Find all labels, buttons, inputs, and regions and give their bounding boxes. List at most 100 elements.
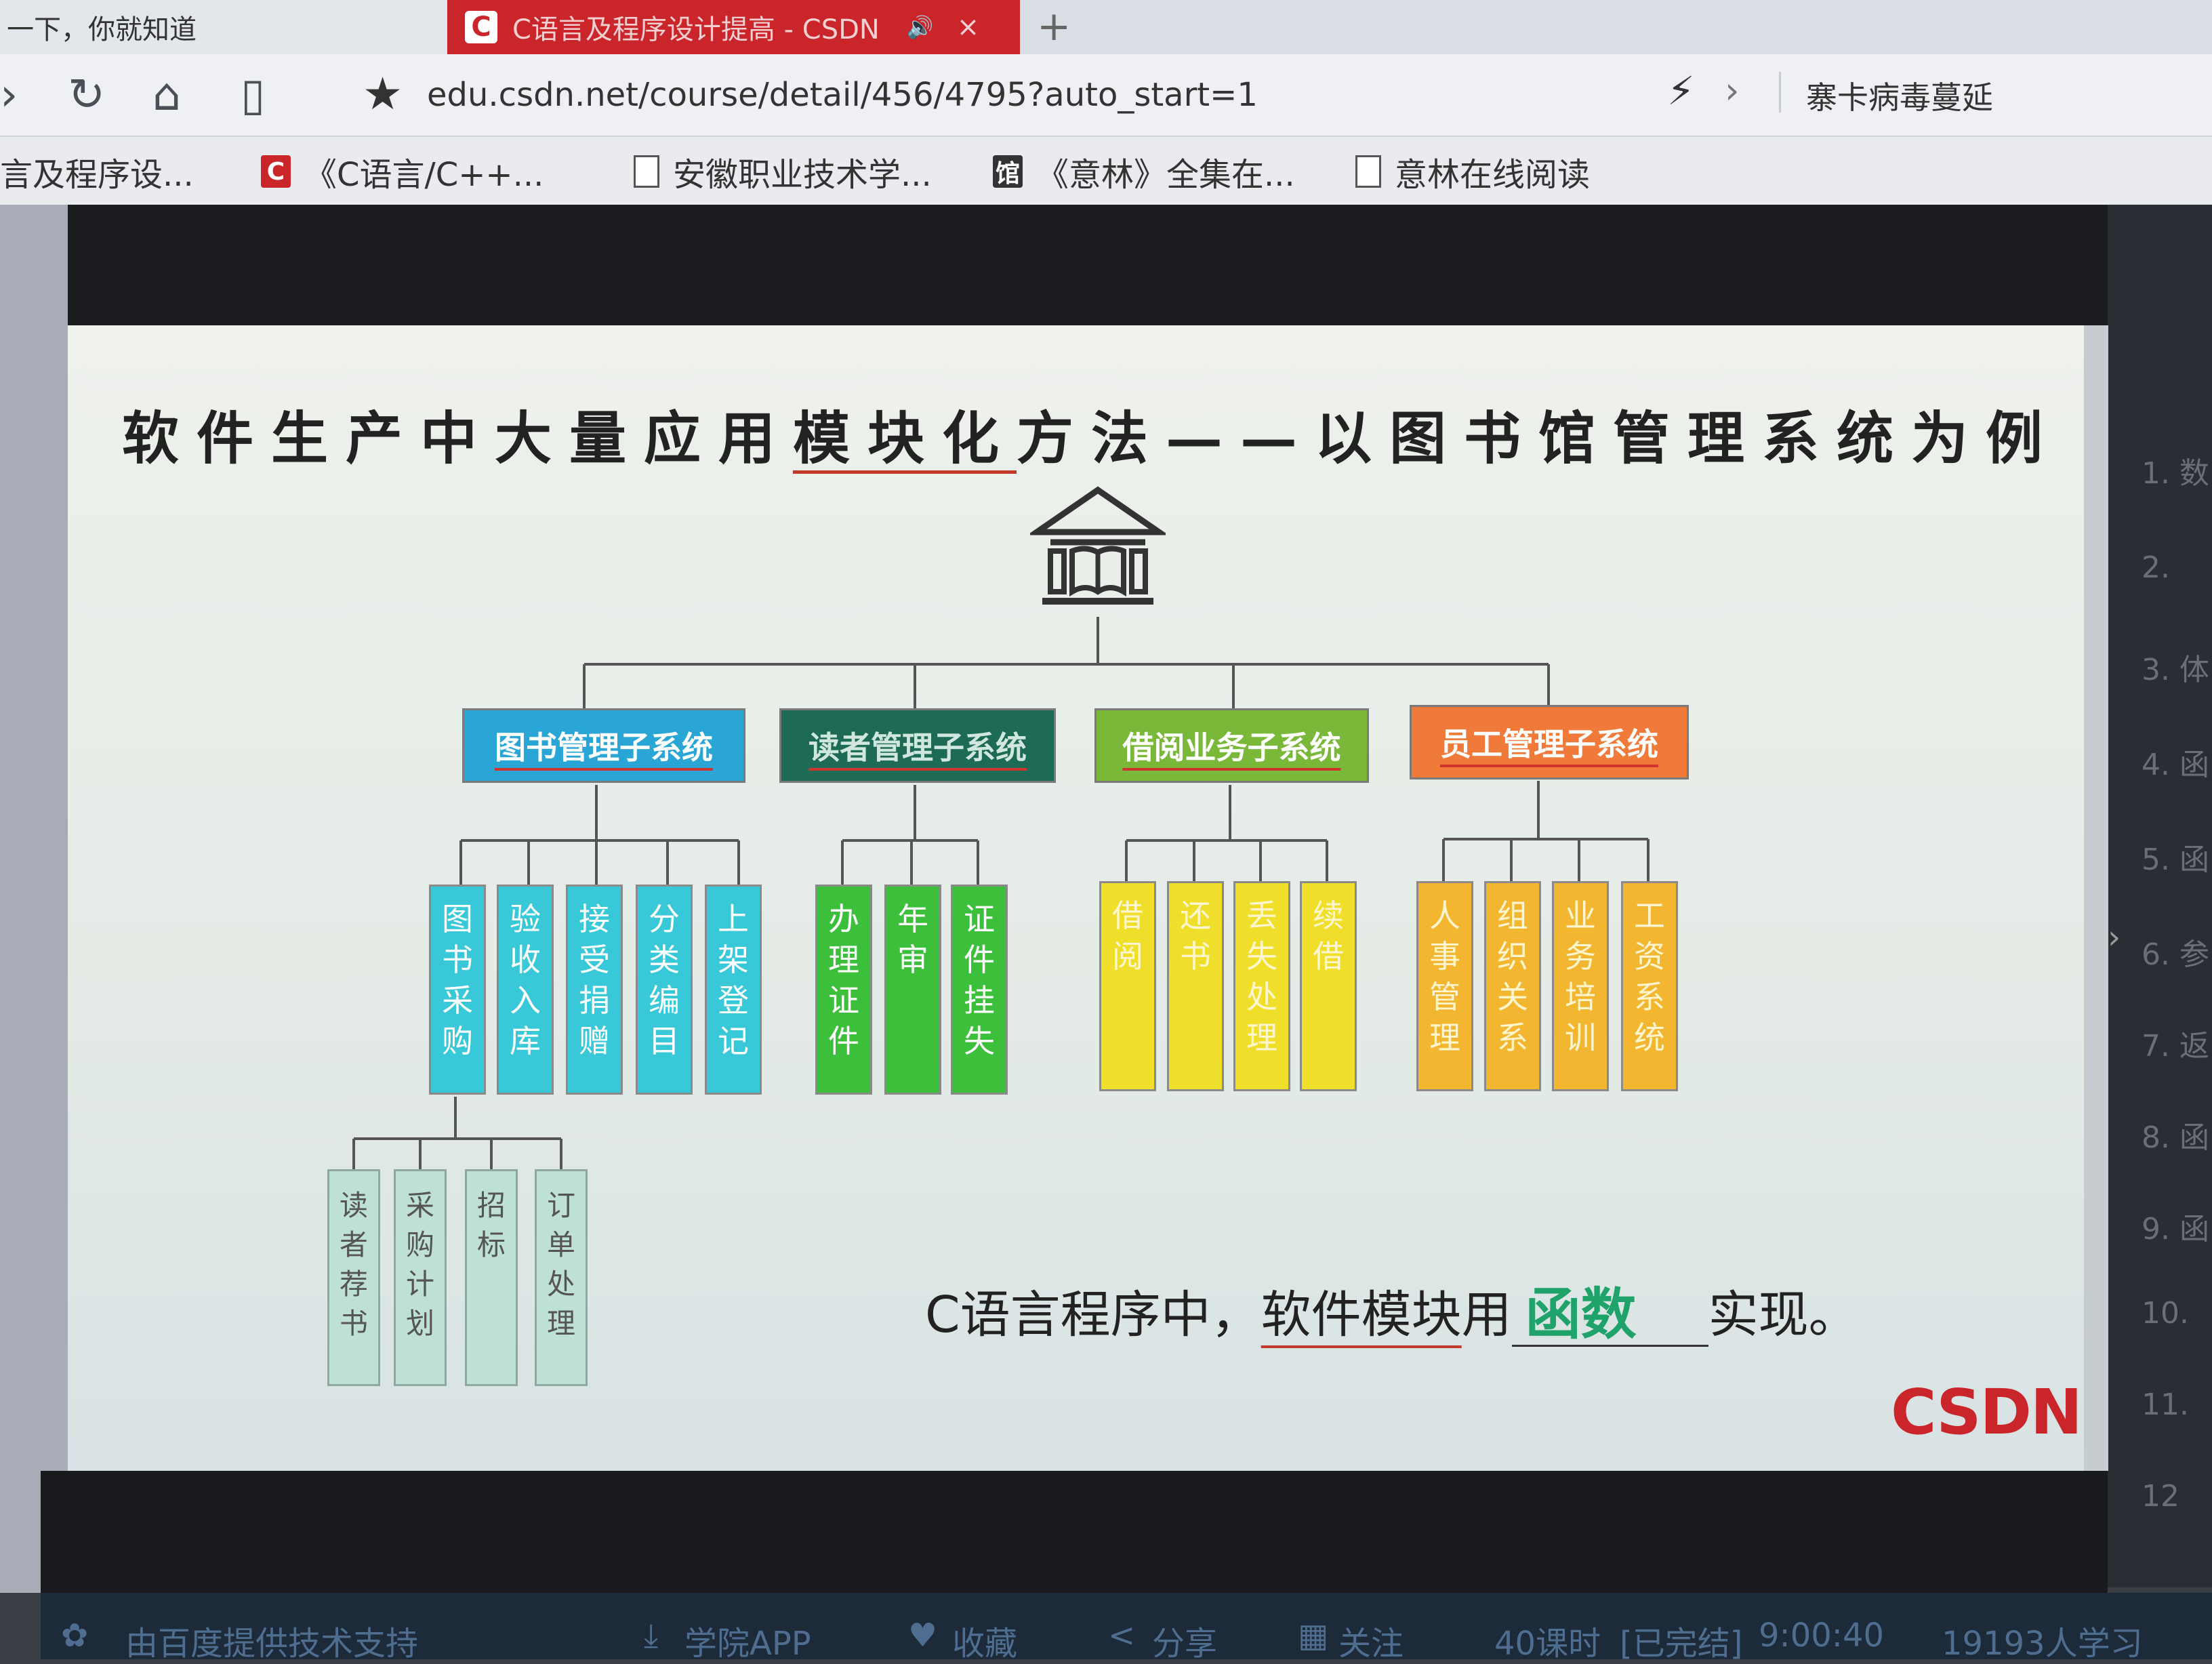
module-char: 工 [1634, 897, 1665, 934]
academy-app-link[interactable]: 学院APP [684, 1625, 811, 1663]
favorite-button[interactable]: 收藏 [952, 1625, 1018, 1663]
title-highlight: 模块化 [793, 405, 1017, 472]
lesson-item[interactable]: 12 [2142, 1479, 2179, 1514]
sub-module-box: 订单处理 [535, 1169, 588, 1386]
sub-module-char: 理 [546, 1307, 575, 1340]
module-char: 办 [828, 901, 859, 937]
share-icon[interactable]: < [1108, 1617, 1136, 1655]
heart-icon[interactable]: ♥ [908, 1617, 938, 1655]
sub-module-char: 购 [405, 1228, 434, 1261]
new-tab-button[interactable]: + [1037, 3, 1071, 50]
bookmark-label: 意林在线阅读 [1395, 156, 1591, 194]
close-tab-icon[interactable]: × [956, 12, 980, 43]
module-char: 上 [718, 901, 749, 937]
bookmark-star-icon[interactable]: ★ [363, 68, 403, 120]
follow-button[interactable]: 关注 [1338, 1625, 1404, 1663]
bookmark-label: 安徽职业技术学... [673, 156, 932, 194]
sub-module-box: 读者荐书 [327, 1169, 380, 1386]
title-part: 方法——以图书馆管理系统为例 [1017, 405, 2061, 472]
qr-icon[interactable]: ▦ [1298, 1617, 1329, 1655]
lesson-item[interactable]: 11. [2142, 1387, 2189, 1422]
course-duration: 9:00:40 [1759, 1617, 1885, 1655]
lesson-item[interactable]: 7. 返 [2142, 1029, 2209, 1063]
bookmark-item[interactable]: 意林在线阅读 [1355, 148, 1590, 195]
bookmark-item[interactable]: 馆 《意林》全集在... [993, 148, 1295, 195]
module-box: 工资系统 [1621, 881, 1678, 1091]
lesson-item[interactable]: 1. 数 [2142, 456, 2209, 491]
sub-module-char: 划 [405, 1307, 434, 1340]
module-char: 训 [1565, 1019, 1596, 1056]
module-char: 购 [442, 1023, 473, 1059]
module-box: 丢失处理 [1233, 881, 1290, 1091]
lesson-item[interactable]: 3. 体 [2142, 653, 2209, 687]
module-char: 编 [649, 982, 680, 1019]
question-part: C语言程序中， [925, 1286, 1261, 1344]
page-icon [634, 155, 659, 188]
sidebar-toggle-icon[interactable]: › [2108, 918, 2121, 956]
lesson-item[interactable]: 5. 函 [2142, 843, 2209, 877]
module-box: 分类编目 [636, 885, 693, 1095]
lesson-item[interactable]: 6. 参 [2142, 937, 2209, 972]
tab-baidu[interactable]: 一下，你就知道 [0, 0, 447, 54]
learner-count: 19193人学习 [1942, 1625, 2143, 1663]
module-char: 理 [1246, 1019, 1277, 1056]
module-char: 图 [442, 901, 473, 937]
bookmarks-bar [0, 137, 2212, 206]
csdn-icon: C [465, 11, 497, 43]
sub-module-char: 计 [405, 1267, 434, 1301]
lesson-item[interactable]: 8. 函 [2142, 1120, 2209, 1155]
video-slide[interactable] [68, 325, 2108, 1471]
share-button[interactable]: 分享 [1152, 1625, 1218, 1663]
lesson-item[interactable]: 10. [2142, 1296, 2189, 1331]
tab-csdn-course[interactable]: C C语言及程序设计提高 - CSDN 🔊 × [447, 0, 1020, 54]
module-char: 目 [649, 1023, 680, 1059]
module-char: 借 [1112, 897, 1143, 934]
module-char: 理 [1429, 1019, 1460, 1056]
module-char: 收 [510, 941, 541, 978]
reading-mode-icon[interactable]: ▯ [241, 68, 266, 121]
module-box: 还书 [1167, 881, 1224, 1091]
answer-blank: 函数 [1511, 1282, 1708, 1347]
lesson-item[interactable]: 9. 函 [2142, 1212, 2209, 1246]
page-icon [1355, 155, 1381, 188]
subsystem-box: 借阅业务子系统 [1094, 708, 1369, 783]
module-box: 上架登记 [705, 885, 762, 1095]
module-char: 库 [510, 1023, 541, 1059]
sub-module-char: 标 [476, 1228, 506, 1261]
navigation-bar [0, 54, 2212, 137]
bookmark-item[interactable]: 言及程序设... [0, 148, 194, 195]
module-char: 业 [1565, 897, 1596, 934]
module-box: 办理证件 [815, 885, 872, 1095]
reload-icon[interactable]: ↻ [68, 68, 106, 121]
page-background [0, 205, 68, 1593]
audio-playing-icon[interactable]: 🔊 [906, 14, 934, 40]
module-char: 类 [649, 941, 680, 978]
question-text: C语言程序中，软件模块用函数实现。 [925, 1274, 1859, 1347]
bookmark-label: 《C语言/C++... [304, 156, 544, 194]
bookmark-item[interactable]: 安徽职业技术学... [634, 148, 932, 195]
bookmark-item[interactable]: C 《C语言/C++... [261, 148, 544, 195]
sub-module-char: 者 [339, 1228, 368, 1261]
address-bar[interactable]: edu.csdn.net/course/detail/456/4795?auto… [427, 76, 1258, 114]
lightning-icon[interactable]: ⚡ [1667, 68, 1695, 114]
sub-module-char: 读 [339, 1189, 368, 1222]
module-char: 培 [1565, 979, 1596, 1015]
forward-icon[interactable]: › [0, 68, 18, 121]
library-building-icon [1030, 486, 1166, 605]
module-char: 事 [1429, 938, 1460, 975]
module-box: 业务培训 [1552, 881, 1609, 1091]
divider [1779, 72, 1781, 113]
module-char: 理 [828, 941, 859, 978]
lesson-item[interactable]: 4. 函 [2142, 748, 2209, 782]
chevron-right-icon[interactable]: › [1725, 69, 1740, 112]
csdn-logo: CSDN [1891, 1376, 2083, 1448]
module-char: 借 [1313, 938, 1344, 975]
slide-title: 软件生产中大量应用模块化方法——以图书馆管理系统为例 [122, 393, 2060, 475]
download-icon[interactable]: ⤓ [644, 1617, 659, 1655]
module-char: 记 [718, 1023, 749, 1059]
module-char: 失 [964, 1023, 995, 1059]
home-icon[interactable]: ⌂ [152, 68, 181, 121]
sub-module-char: 订 [546, 1189, 575, 1222]
lesson-item[interactable]: 2. [2142, 550, 2170, 585]
hot-search-link[interactable]: 寨卡病毒蔓延 [1806, 79, 1993, 116]
